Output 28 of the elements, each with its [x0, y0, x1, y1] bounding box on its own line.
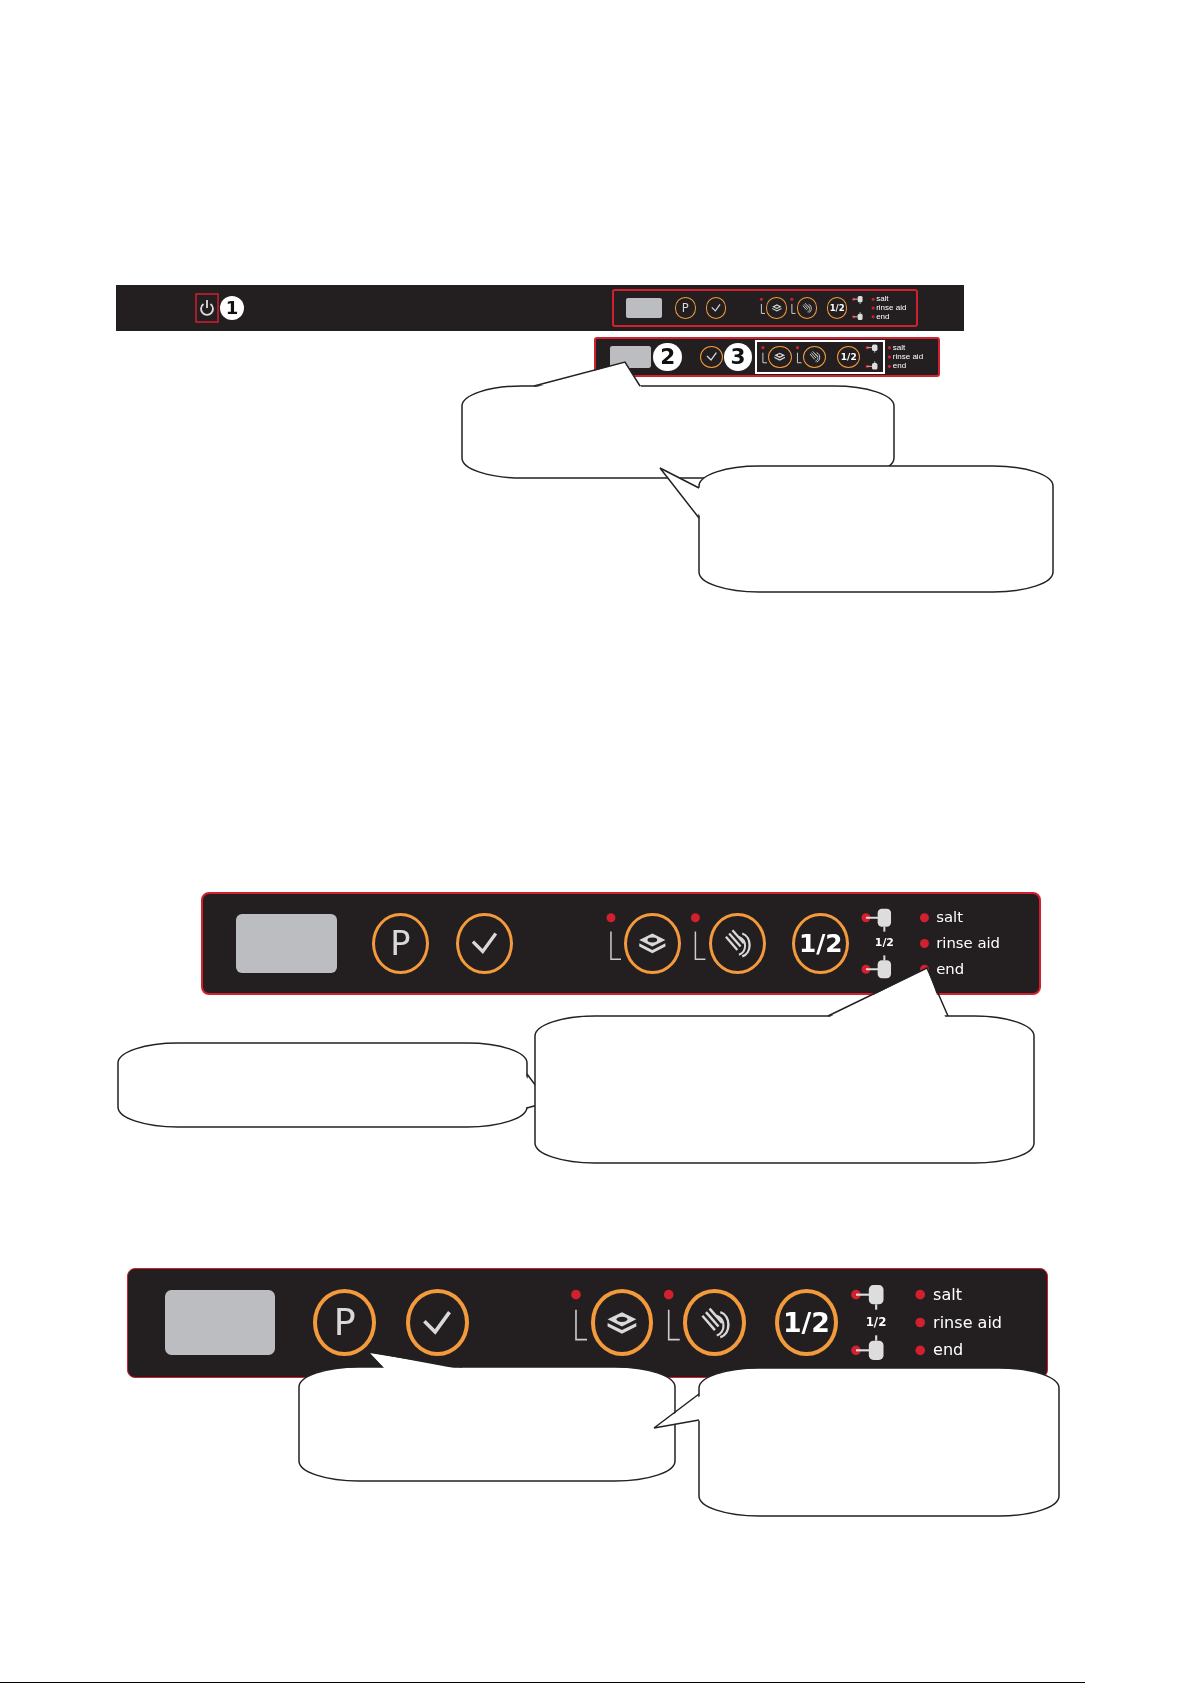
- round-button: 1/2: [775, 1289, 838, 1356]
- display-window: [609, 346, 651, 368]
- panel-label: salt: [876, 295, 889, 304]
- panel-label: end: [876, 312, 890, 321]
- panel-label: salt: [936, 910, 963, 926]
- panel-label: rinse aid: [936, 936, 1001, 951]
- panel-label: salt: [933, 1286, 962, 1303]
- panel-label: 1/2: [865, 1316, 887, 1329]
- speech-bubble: [297, 1350, 677, 1483]
- callout-number: 2: [653, 342, 683, 372]
- display-window: [626, 297, 663, 319]
- callout-number: 1: [220, 296, 244, 320]
- speech-bubble: [652, 1366, 1061, 1518]
- display-window: [164, 1290, 275, 1355]
- panel-label: rinse aid: [892, 353, 924, 361]
- panel-label: rinse aid: [933, 1314, 1003, 1331]
- panel-label: 1/2: [874, 938, 894, 949]
- callout-number: 3: [723, 342, 753, 372]
- speech-bubble: [658, 464, 1055, 594]
- display-window: [236, 913, 337, 974]
- round-button: P: [313, 1289, 376, 1356]
- panel-label: end: [936, 961, 965, 977]
- round-button: 1/2: [792, 912, 850, 975]
- panel-label: end: [892, 362, 907, 371]
- panel-label: salt: [892, 343, 906, 352]
- round-button: P: [371, 912, 429, 975]
- panel-label: rinse aid: [876, 304, 907, 312]
- panel-label: end: [933, 1342, 964, 1359]
